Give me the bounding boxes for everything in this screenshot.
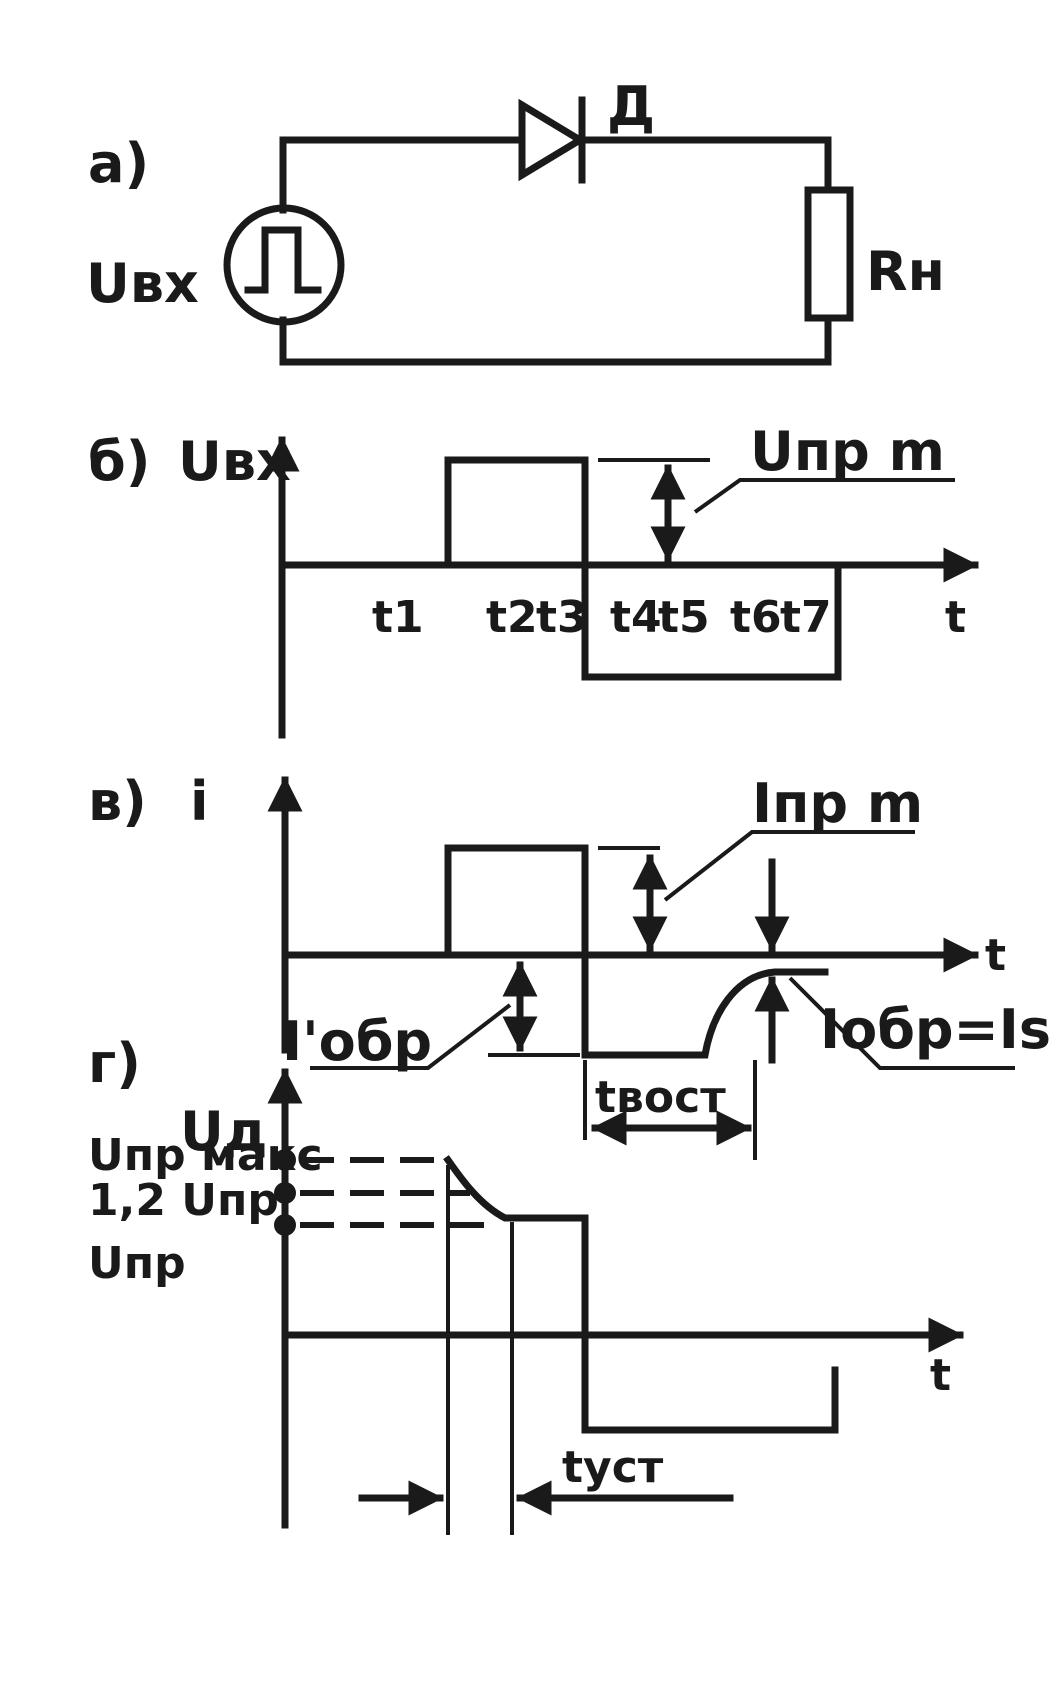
panel-g-x-label: t: [930, 1350, 951, 1401]
time-label-t3: t3: [536, 592, 588, 643]
reverse-steady-leader-line: [788, 976, 1015, 1070]
resistor-label: Rн: [866, 240, 945, 303]
level-dot-forward: [274, 1214, 296, 1236]
input-pulse-waveform: [444, 456, 842, 681]
panel-a-label: а): [88, 132, 149, 195]
panel-g-y-label: Uд: [180, 1100, 267, 1163]
recovery-time-label: tвост: [595, 1072, 726, 1123]
time-label-t5: t5: [658, 592, 710, 643]
settle-time-label: tуст: [562, 1442, 664, 1493]
source-label: Uвх: [86, 252, 199, 315]
diode-triangle-icon: [518, 98, 587, 182]
panel-a-circuit: а) Uвх Д Rн: [86, 75, 945, 366]
level-label-forward: Uпр: [88, 1238, 186, 1289]
current-waveform: [444, 844, 829, 1059]
bottom-wire: [279, 314, 832, 366]
amplitude-label: Uпр m: [750, 420, 945, 483]
voltage-source: [223, 204, 345, 326]
pulse-symbol-icon: [244, 226, 322, 294]
top-right-wire: [581, 136, 832, 194]
panel-g-diode-voltage: г) Uд t Uпр макс 1,2 Uпр Uпр tуст: [88, 1032, 964, 1535]
reverse-peak-label: I'обр: [282, 1010, 432, 1073]
level-label-max: Uпр макс: [88, 1130, 323, 1181]
panel-v-label: в): [88, 770, 147, 833]
level-dot-max: [274, 1149, 296, 1171]
panel-b-label: б): [88, 430, 150, 493]
panel-b-x-label: t: [945, 592, 966, 643]
forward-current-label: Iпр m: [752, 772, 923, 835]
level-dot-12: [274, 1182, 296, 1204]
time-label-t6: t6: [730, 592, 782, 643]
time-label-t4: t4: [610, 592, 662, 643]
reverse-steady-label: Iобр=Is: [820, 998, 1050, 1061]
forward-leader-line: [663, 830, 915, 902]
panel-v-y-label: i: [190, 770, 209, 833]
reverse-peak-leader-line: [310, 1003, 512, 1070]
diode-voltage-waveform: [443, 1155, 839, 1434]
amplitude-leader-line: [693, 478, 955, 514]
time-label-t7: t7: [780, 592, 832, 643]
panel-b-y-label: Uвх: [178, 430, 291, 493]
time-label-t1: t1: [372, 592, 424, 643]
time-label-t2: t2: [486, 592, 538, 643]
panel-v-current: в) i Iпр m t I'обр Iобр=Is tвост: [88, 770, 1050, 1160]
panel-v-x-label: t: [985, 930, 1006, 981]
diode-label: Д: [607, 75, 655, 138]
level-label-12: 1,2 Uпр: [88, 1175, 279, 1226]
load-resistor: [804, 186, 854, 322]
top-left-wire: [279, 136, 526, 214]
panel-g-label: г): [88, 1032, 141, 1095]
panel-b-input-voltage: б) Uвх Uпр m t t1 t2 t3 t4 t5 t6 t7: [88, 420, 979, 739]
